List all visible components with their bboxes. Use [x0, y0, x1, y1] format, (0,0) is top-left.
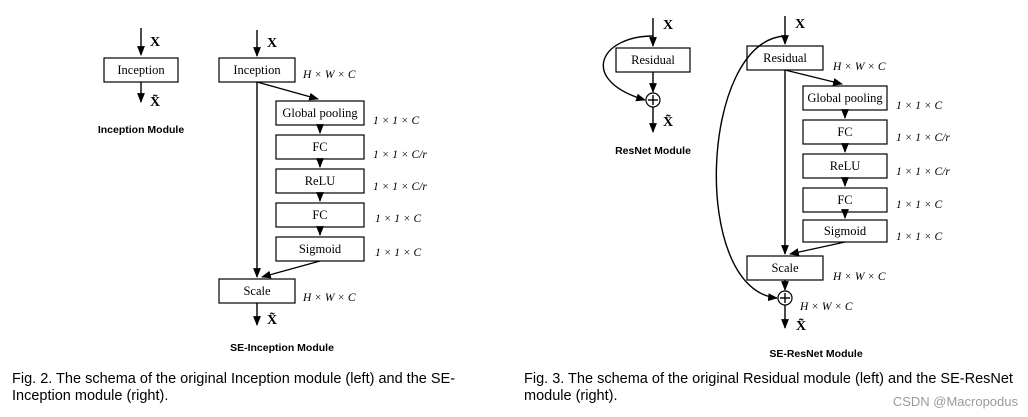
inception-dim-label: H × W × C — [302, 69, 356, 81]
stage-label-fc-2: FC — [837, 193, 852, 207]
watermark: CSDN @Macropodus — [892, 394, 1018, 409]
inception-module-diagram: X Inception X̃ Inception Module — [98, 28, 184, 136]
stage-dim-sigmoid: 1 × 1 × C — [896, 231, 943, 243]
inception-block-label: Inception — [233, 63, 281, 77]
stage-label-fc-2: FC — [312, 208, 327, 222]
fig2-caption: Fig. 2. The schema of the original Incep… — [12, 371, 456, 404]
stage-dim-fc-2: 1 × 1 × C — [896, 199, 943, 211]
residual-block — [615, 47, 691, 73]
input-x-label: X — [663, 18, 673, 33]
stage-box-sigmoid — [275, 236, 365, 262]
input-x-label: X — [795, 17, 805, 32]
stage-label-relu: ReLU — [830, 159, 861, 173]
residual-block-label: Residual — [631, 53, 675, 67]
input-x-label: X — [150, 35, 160, 50]
stage-dim-fc-2: 1 × 1 × C — [375, 213, 422, 225]
stage-label-fc-1: FC — [312, 140, 327, 154]
output-x-tilde-label: X̃ — [150, 93, 160, 110]
stage-label-global-pooling: Global pooling — [282, 106, 358, 120]
stage-box-global-pooling — [802, 85, 888, 111]
scale-dim-label: H × W × C — [832, 271, 886, 283]
residual-block-label: Residual — [763, 51, 807, 65]
input-x-label: X — [267, 36, 277, 51]
stage-box-global-pooling — [275, 100, 365, 126]
stage-dim-sigmoid: 1 × 1 × C — [375, 247, 422, 259]
scale-dim-label: H × W × C — [302, 292, 356, 304]
scale-block-label: Scale — [243, 284, 271, 298]
fig3-caption: Fig. 3. The schema of the original Resid… — [524, 371, 1013, 404]
stage-box-fc-1 — [802, 119, 888, 145]
stage-label-relu: ReLU — [305, 174, 336, 188]
sum-dim-label: H × W × C — [799, 301, 853, 313]
stage-label-sigmoid: Sigmoid — [824, 224, 867, 238]
se-resnet-module-label: SE-ResNet Module — [769, 348, 863, 360]
stage-label-fc-1: FC — [837, 125, 852, 139]
scale-block-label: Scale — [771, 261, 799, 275]
inception-block-label: Inception — [117, 63, 165, 77]
resnet-module-diagram: X Residual X̃ ResNet Module — [602, 18, 691, 157]
stage-dim-fc-1: 1 × 1 × C/r — [373, 149, 427, 161]
stage-dim-relu: 1 × 1 × C/r — [896, 166, 950, 178]
resnet-module-label: ResNet Module — [615, 145, 691, 157]
output-x-tilde-label: X̃ — [663, 113, 673, 130]
stage-dim-relu: 1 × 1 × C/r — [373, 181, 427, 193]
stage-box-relu — [802, 153, 888, 179]
stage-box-fc-1 — [275, 134, 365, 160]
se-inception-module-label: SE-Inception Module — [230, 342, 334, 354]
stage-box-fc-2 — [275, 202, 365, 228]
residual-dim-label: H × W × C — [832, 61, 886, 73]
output-x-tilde-label: X̃ — [796, 317, 806, 334]
inception-block — [218, 57, 296, 83]
se-inception-module-diagram: X Inception H × W × C Global pooling 1 ×… — [218, 30, 427, 354]
stage-dim-global-pooling: 1 × 1 × C — [373, 115, 420, 127]
stage-label-sigmoid: Sigmoid — [299, 242, 342, 256]
stage-box-relu — [275, 168, 365, 194]
output-x-tilde-label: X̃ — [267, 311, 277, 328]
se-resnet-module-diagram: X Residual H × W × C Global pooling 1 × … — [715, 16, 950, 360]
inception-module-label: Inception Module — [98, 124, 184, 136]
scale-block — [218, 278, 296, 304]
stage-label-global-pooling: Global pooling — [807, 91, 883, 105]
stage-dim-global-pooling: 1 × 1 × C — [896, 100, 943, 112]
stage-dim-fc-1: 1 × 1 × C/r — [896, 132, 950, 144]
